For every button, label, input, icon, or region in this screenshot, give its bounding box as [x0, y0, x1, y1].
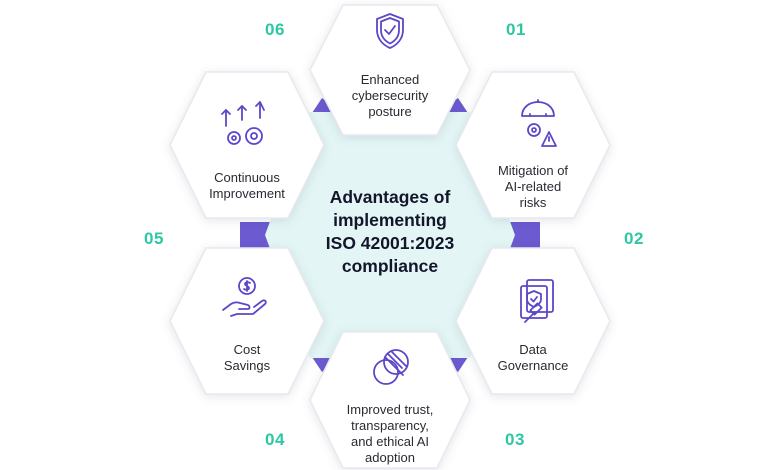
center-title-line-1: Advantages of — [329, 187, 451, 207]
item-label-04-line-1: Cost — [233, 342, 261, 357]
overlapping-circles-icon — [373, 349, 409, 385]
item-label-02: Data Governance — [473, 342, 593, 374]
shield-document-gavel-icon — [520, 279, 554, 323]
item-number-04: 04 — [265, 430, 285, 449]
hexagon-02 — [455, 247, 611, 395]
item-label-05-line-2: Improvement — [209, 186, 285, 201]
item-label-03-line-1: Improved trust, — [346, 402, 434, 417]
center-hexagon — [265, 112, 515, 358]
item-label-02-line-2: Governance — [497, 358, 569, 373]
hand-coin-icon — [222, 277, 267, 317]
center-title-line-3: ISO 42001:2023 — [325, 233, 455, 253]
item-number-03: 03 — [505, 430, 525, 449]
item-label-01-line-3: risks — [519, 195, 547, 210]
umbrella-gear-warning-icon — [521, 99, 557, 147]
center-title: Advantages of implementing ISO 42001:202… — [300, 186, 480, 278]
item-label-03-line-4: adoption — [365, 450, 415, 465]
item-label-01-line-1: Mitigation of — [497, 163, 569, 178]
item-label-01: Mitigation of AI-related risks — [473, 163, 593, 211]
shield-check-icon — [376, 13, 404, 49]
item-label-03-line-3: and ethical AI — [350, 434, 430, 449]
item-label-01-line-2: AI-related — [504, 179, 562, 194]
item-label-02-line-1: Data — [519, 342, 547, 357]
item-number-05: 05 — [144, 229, 164, 248]
hexagon-01 — [455, 71, 611, 219]
item-label-06-line-2: cybersecurity — [351, 88, 429, 103]
hexagon-05 — [169, 71, 325, 219]
item-label-04-line-2: Savings — [223, 358, 271, 373]
item-number-02: 02 — [624, 229, 644, 248]
item-number-01: 01 — [506, 20, 526, 39]
item-label-03: Improved trust, transparency, and ethica… — [330, 402, 450, 466]
hexagon-03 — [309, 331, 471, 469]
item-label-05: Continuous Improvement — [187, 170, 307, 202]
item-number-06: 06 — [265, 20, 285, 39]
item-label-06: Enhanced cybersecurity posture — [330, 72, 450, 120]
item-label-06-line-3: posture — [368, 104, 412, 119]
center-title-line-4: compliance — [341, 256, 439, 276]
item-label-04: Cost Savings — [187, 342, 307, 374]
gears-arrows-up-icon — [221, 101, 265, 145]
center-title-line-2: implementing — [333, 210, 447, 230]
item-label-03-line-2: transparency, — [351, 418, 429, 433]
hexagon-06 — [309, 4, 471, 136]
hexagon-04 — [169, 247, 325, 395]
item-label-06-line-1: Enhanced — [360, 72, 420, 87]
item-label-05-line-1: Continuous — [214, 170, 280, 185]
